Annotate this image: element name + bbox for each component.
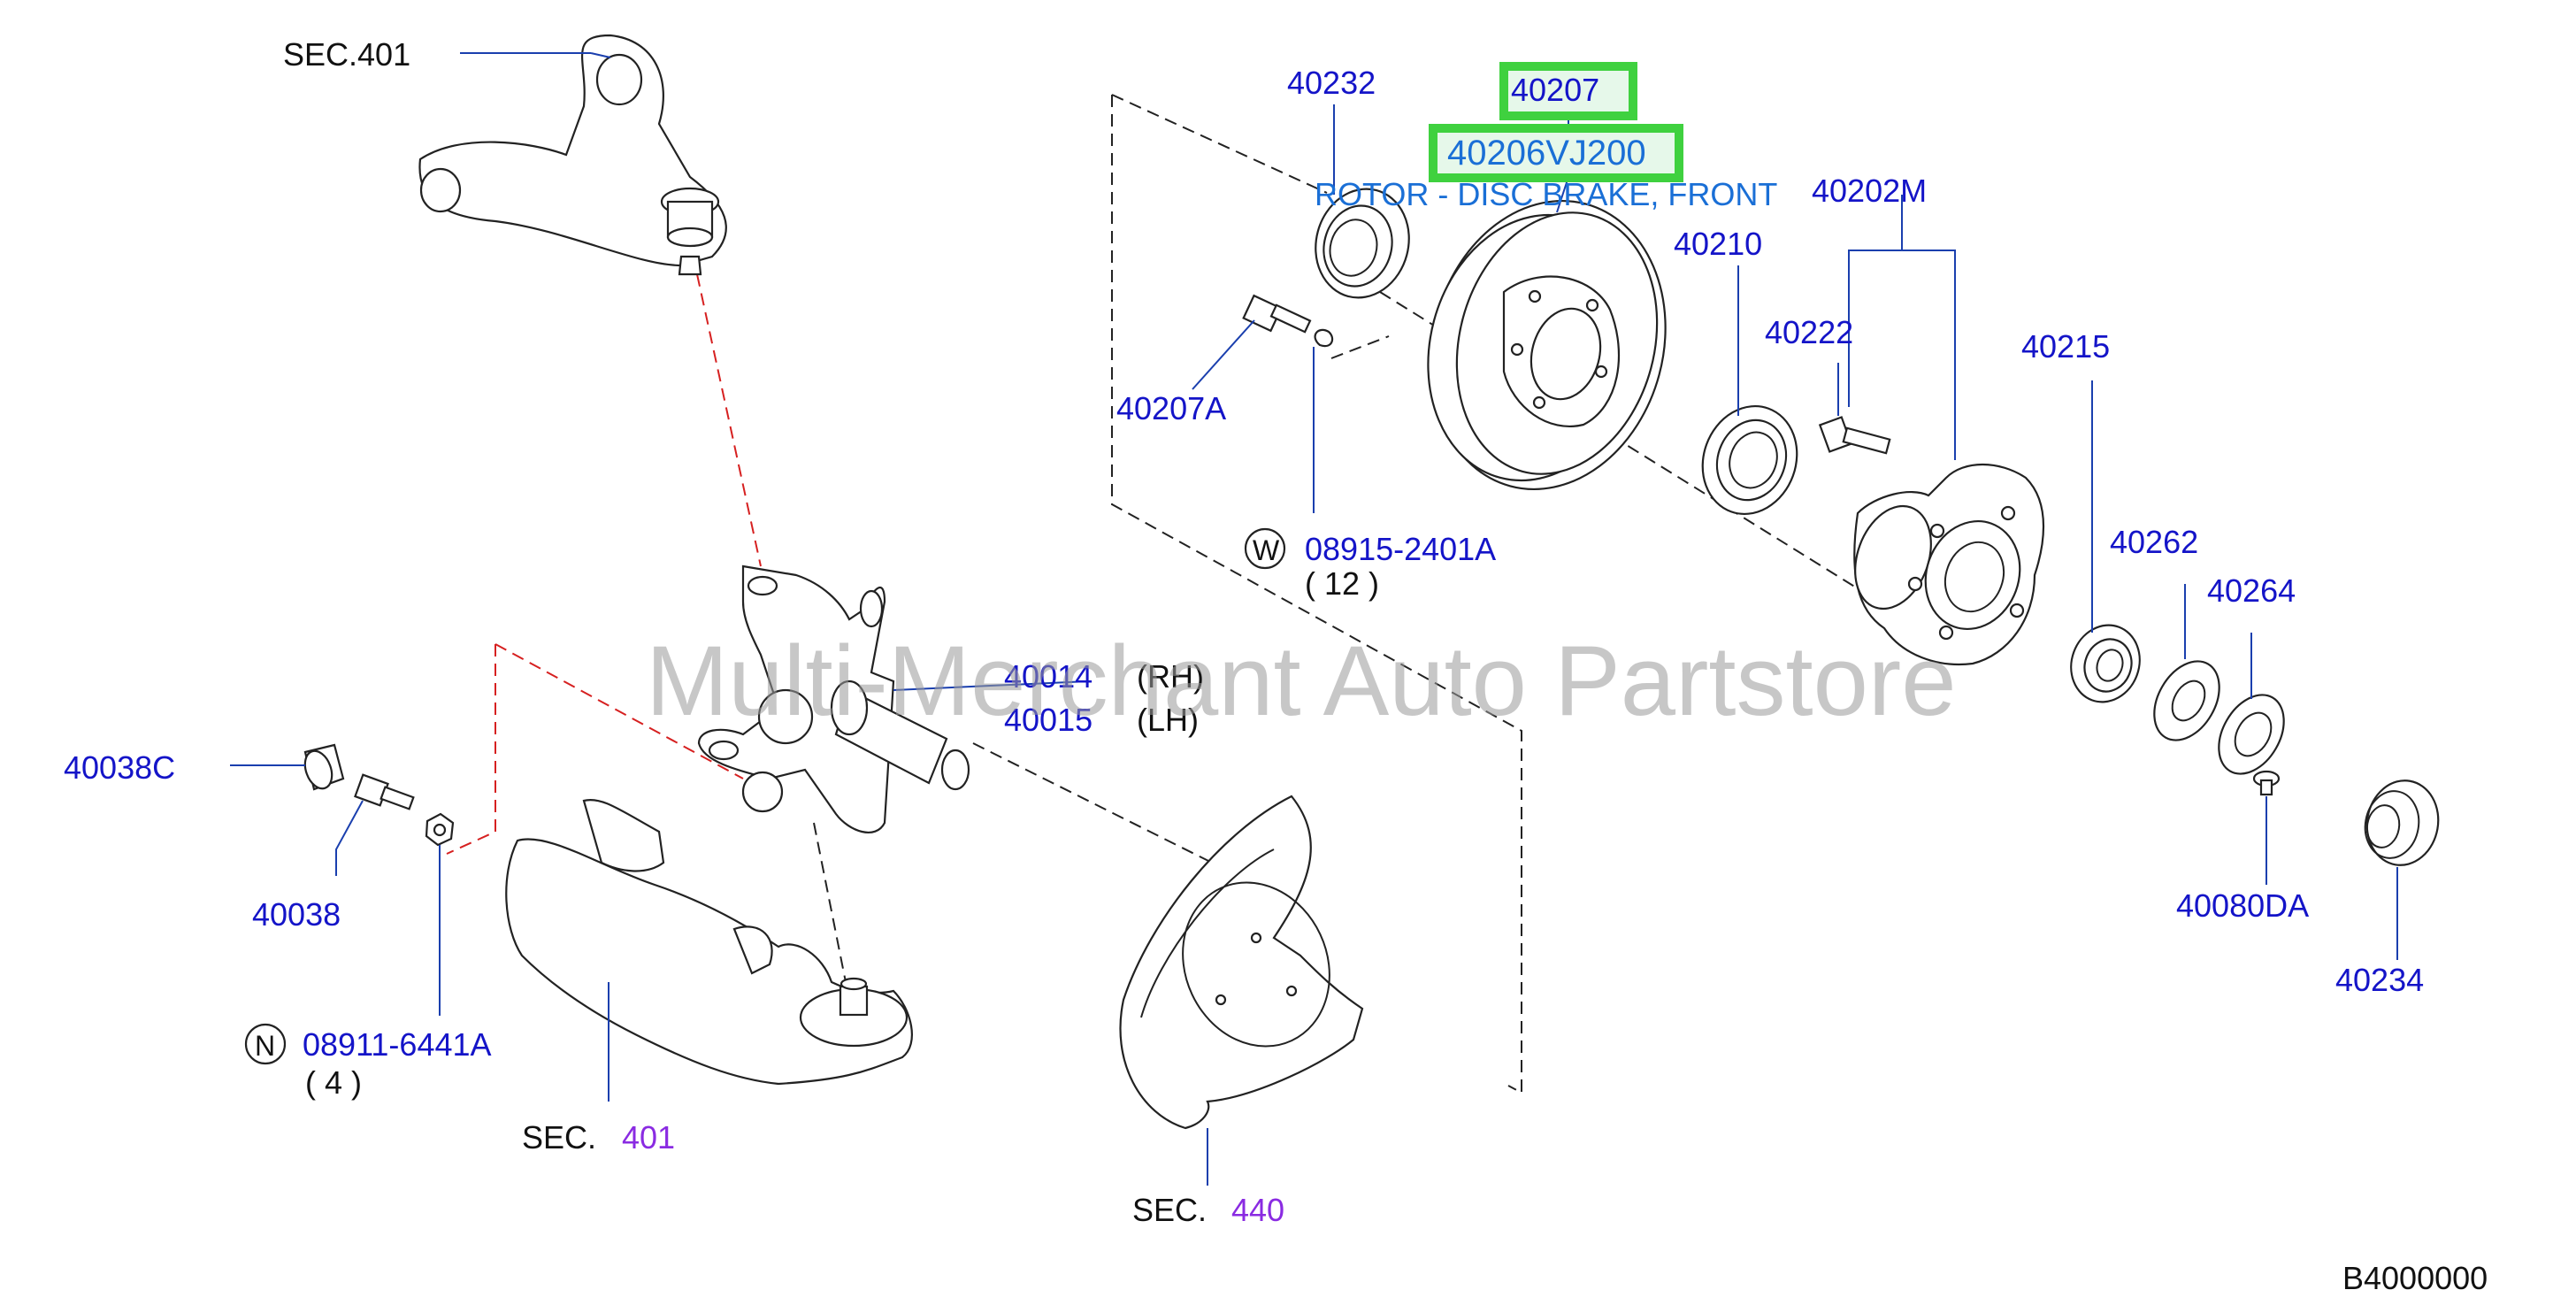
w-symbol: W [1253, 534, 1280, 566]
label-qty-4: ( 4 ) [305, 1064, 362, 1101]
label-40038[interactable]: 40038 [252, 896, 341, 933]
upper-arm-link-line [696, 273, 762, 567]
label-part-number-highlight[interactable]: 40206VJ200 [1447, 134, 1646, 173]
screw-illustration [2252, 770, 2281, 796]
knuckle-to-lowerarm-line [813, 822, 850, 1001]
w-symbol-circle [1244, 527, 1286, 570]
lead-40014 [893, 680, 1089, 691]
label-rh: (RH) [1137, 658, 1204, 695]
lock-washer-illustration [2153, 660, 2220, 741]
n-symbol: N [255, 1030, 275, 1062]
dust-shield-illustration [1119, 795, 1364, 1130]
label-sec-word-b: SEC. [1132, 1192, 1207, 1228]
n-symbol-circle [244, 1023, 287, 1065]
label-rotor-description: ROTOR - DISC BRAKE, FRONT [1315, 176, 1777, 212]
label-08911[interactable]: 08911-6441A [303, 1026, 492, 1063]
brake-rotor-illustration [1427, 200, 1667, 490]
lock-plate-illustration [2218, 694, 2285, 775]
label-40222[interactable]: 40222 [1765, 314, 1853, 350]
lower-bolt-illustration [354, 773, 415, 810]
steering-knuckle-illustration [697, 564, 970, 833]
lead-sec401-top-end [590, 52, 611, 58]
watermark: Multi-Merchant Auto Partstore [646, 626, 1956, 736]
label-sec401-top: SEC.401 [283, 36, 410, 73]
label-40264[interactable]: 40264 [2207, 572, 2296, 609]
lower-arm-red-boundary [446, 644, 496, 855]
label-40015[interactable]: 40015 [1004, 702, 1092, 738]
bolt-to-rotor-line [1330, 335, 1390, 359]
label-40207-highlight[interactable]: 40207 [1511, 72, 1599, 108]
inner-bearing-illustration [2070, 624, 2141, 703]
grease-seal-illustration [1315, 188, 1410, 299]
label-40215[interactable]: 40215 [2021, 328, 2110, 365]
label-sec-401[interactable]: 401 [622, 1119, 675, 1156]
label-40202m[interactable]: 40202M [1812, 173, 1927, 209]
highlight-part-no-bg [1433, 128, 1679, 178]
lead-40207a [1192, 319, 1255, 390]
outer-bearing-illustration [1701, 404, 1798, 516]
highlight-40207-bg [1504, 66, 1633, 116]
label-40210[interactable]: 40210 [1674, 226, 1762, 262]
label-08915[interactable]: 08915-2401A [1305, 531, 1496, 567]
label-40232[interactable]: 40232 [1287, 65, 1376, 101]
label-40014[interactable]: 40014 [1004, 658, 1092, 695]
label-sec-440[interactable]: 440 [1231, 1192, 1284, 1228]
label-40038c[interactable]: 40038C [64, 749, 175, 786]
boundary-top-edge [1111, 94, 1328, 194]
bolt-washer-illustration [1242, 294, 1334, 348]
lower-nut-illustration [425, 812, 455, 847]
upper-control-arm-illustration [418, 34, 727, 276]
label-40262[interactable]: 40262 [2110, 524, 2198, 560]
label-40234[interactable]: 40234 [2335, 962, 2424, 998]
lead-rotor [1556, 176, 1569, 213]
bushing-illustration [303, 743, 345, 791]
red-boundary-top [494, 643, 744, 779]
hub-bolt-illustration [1818, 416, 1891, 455]
highlight-part-no-box [1429, 124, 1683, 182]
label-lh: (LH) [1137, 702, 1199, 738]
label-40207a[interactable]: 40207A [1116, 390, 1226, 426]
hub-assembly-boundary [1111, 95, 1522, 1094]
lead-40038 [335, 800, 364, 876]
lead-40202m [1848, 250, 1956, 460]
hub-cap-illustration [2364, 779, 2440, 866]
lower-control-arm-illustration [505, 798, 913, 1086]
wheel-hub-illustration [1853, 464, 2045, 665]
highlight-40207-box [1499, 62, 1637, 120]
diagram-code: B4000000 [2342, 1260, 2488, 1296]
label-40080da[interactable]: 40080DA [2176, 887, 2309, 924]
label-qty-12: ( 12 ) [1305, 565, 1379, 602]
label-sec-word-a: SEC. [522, 1119, 596, 1156]
